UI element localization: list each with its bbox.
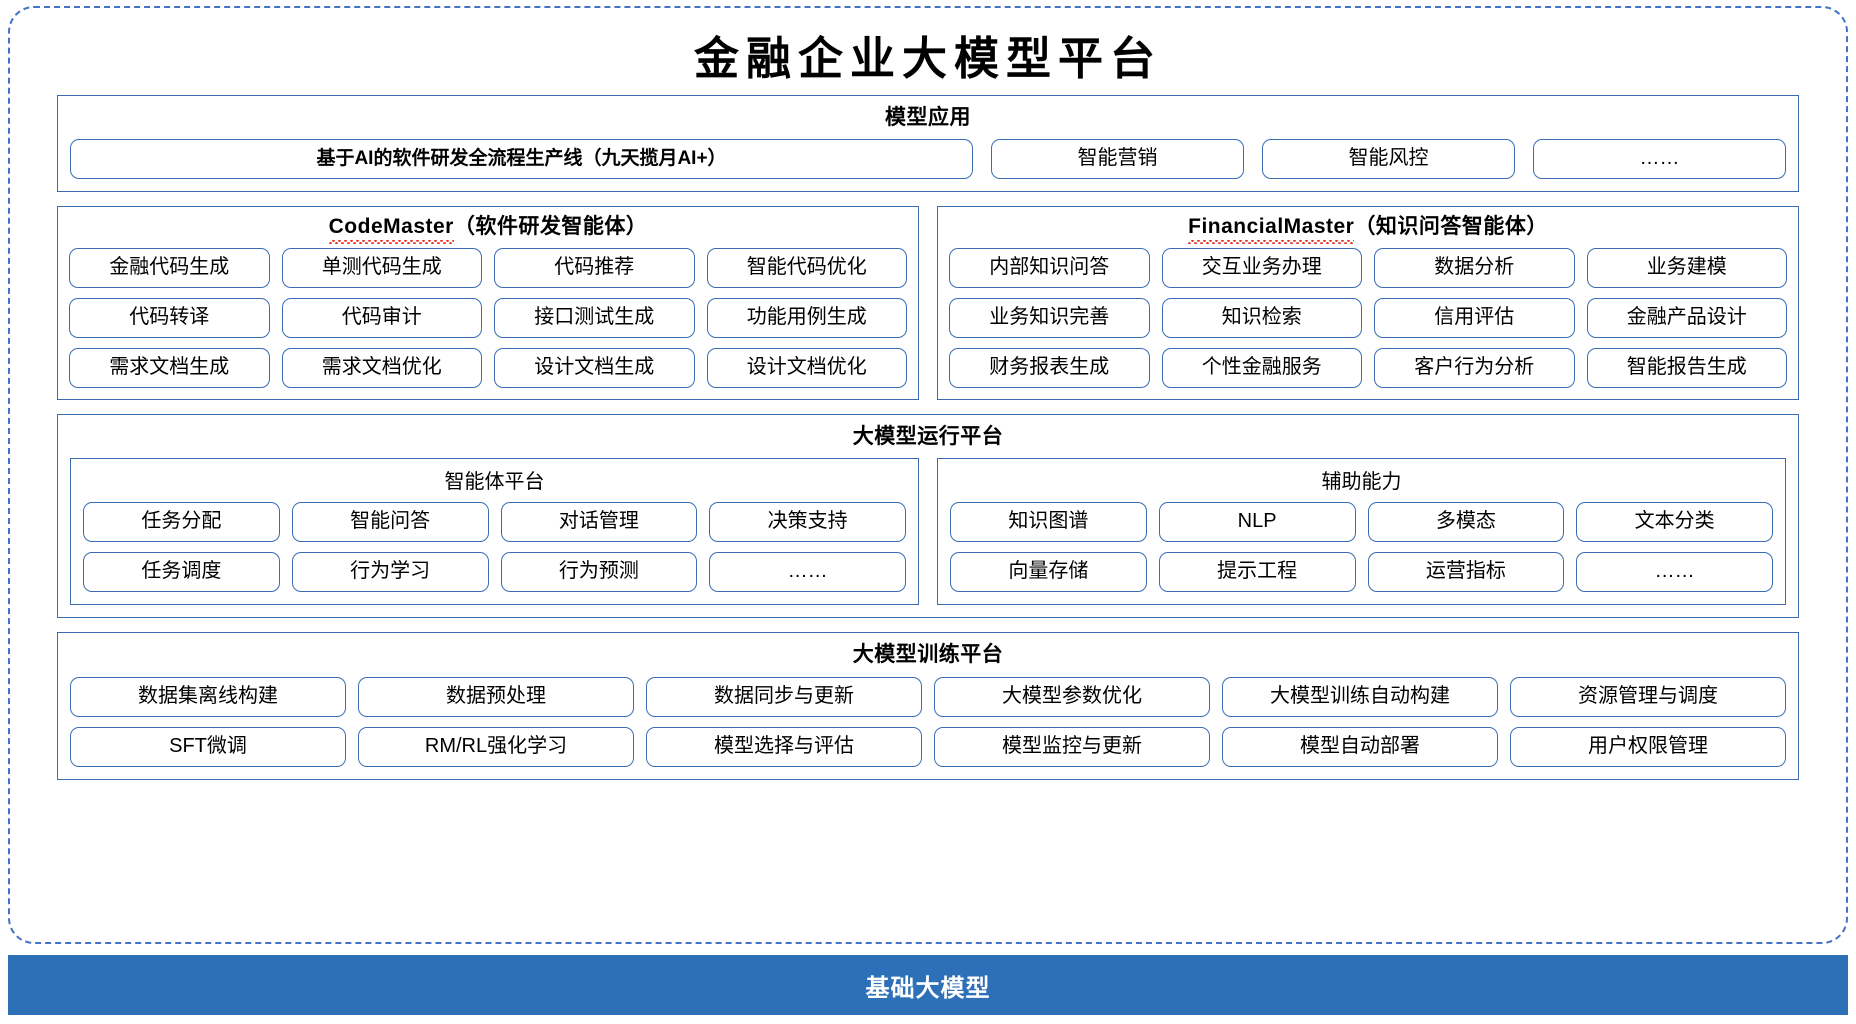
section-runtime-platform: 大模型运行平台 智能体平台 任务分配 智能问答 对话管理 决策支持 任务调度 行… bbox=[57, 414, 1799, 619]
chip-internal-knowledge-qa[interactable]: 内部知识问答 bbox=[949, 248, 1150, 288]
financialmaster-row-2: 业务知识完善 知识检索 信用评估 金融产品设计 bbox=[949, 298, 1787, 338]
chip-task-allocation[interactable]: 任务分配 bbox=[83, 502, 280, 543]
section-codemaster: CodeMaster（软件研发智能体） 金融代码生成 单测代码生成 代码推荐 智… bbox=[57, 205, 919, 400]
chip-data-preprocess[interactable]: 数据预处理 bbox=[358, 676, 634, 717]
chip-more-auxiliary[interactable]: …… bbox=[1576, 552, 1773, 593]
chip-code-translate[interactable]: 代码转译 bbox=[69, 298, 270, 338]
chip-user-permission-management[interactable]: 用户权限管理 bbox=[1510, 726, 1786, 767]
section-title-financialmaster: FinancialMaster（知识问答智能体） bbox=[949, 214, 1787, 245]
chip-feature-case-gen[interactable]: 功能用例生成 bbox=[706, 298, 907, 338]
chip-model-auto-deploy[interactable]: 模型自动部署 bbox=[1222, 726, 1498, 767]
section-title-training-platform: 大模型训练平台 bbox=[852, 643, 1004, 667]
financialmaster-row-1: 内部知识问答 交互业务办理 数据分析 业务建模 bbox=[949, 248, 1787, 288]
chip-behavior-learning[interactable]: 行为学习 bbox=[291, 552, 489, 593]
chip-resource-management[interactable]: 资源管理与调度 bbox=[1510, 676, 1786, 717]
financialmaster-row-3: 财务报表生成 个性金融服务 客户行为分析 智能报告生成 bbox=[949, 348, 1787, 388]
chip-api-test-gen[interactable]: 接口测试生成 bbox=[494, 298, 695, 338]
section-model-application: 模型应用 基于AI的软件研发全流程生产线（九天揽月AI+） 智能营销 智能风控 … bbox=[57, 94, 1799, 192]
chip-business-knowledge-improve[interactable]: 业务知识完善 bbox=[949, 298, 1150, 338]
chip-smart-qa[interactable]: 智能问答 bbox=[291, 502, 489, 543]
codemaster-row-1: 金融代码生成 单测代码生成 代码推荐 智能代码优化 bbox=[69, 248, 907, 288]
chip-unittest-code-gen[interactable]: 单测代码生成 bbox=[281, 248, 482, 288]
chip-model-select-eval[interactable]: 模型选择与评估 bbox=[646, 726, 922, 767]
base-model-label: 基础大模型 bbox=[865, 974, 991, 1002]
agents-row: CodeMaster（软件研发智能体） 金融代码生成 单测代码生成 代码推荐 智… bbox=[57, 205, 1799, 400]
agent-platform-row-1: 任务分配 智能问答 对话管理 决策支持 bbox=[83, 502, 906, 543]
chip-sft-finetune[interactable]: SFT微调 bbox=[70, 726, 346, 767]
chip-req-doc-optimize[interactable]: 需求文档优化 bbox=[281, 348, 482, 388]
chip-code-audit[interactable]: 代码审计 bbox=[281, 298, 482, 338]
chip-prompt-engineering[interactable]: 提示工程 bbox=[1158, 552, 1356, 593]
chip-rm-rl-learning[interactable]: RM/RL强化学习 bbox=[358, 726, 634, 767]
financialmaster-latin-name: FinancialMaster bbox=[1188, 214, 1355, 245]
section-title-runtime-platform: 大模型运行平台 bbox=[852, 425, 1004, 448]
chip-smart-risk-control[interactable]: 智能风控 bbox=[1262, 138, 1515, 179]
subsection-auxiliary-capability: 辅助能力 知识图谱 NLP 多模态 文本分类 向量存储 提示工程 运营指标 …… bbox=[937, 458, 1786, 606]
chip-multimodal[interactable]: 多模态 bbox=[1367, 502, 1565, 543]
codemaster-latin-name: CodeMaster bbox=[328, 214, 455, 245]
section-title-model-application: 模型应用 bbox=[885, 105, 971, 129]
chip-req-doc-gen[interactable]: 需求文档生成 bbox=[69, 348, 270, 388]
chip-dialog-management[interactable]: 对话管理 bbox=[500, 502, 698, 543]
outer-dashed-frame: 金融企业大模型平台 模型应用 基于AI的软件研发全流程生产线（九天揽月AI+） … bbox=[8, 6, 1848, 944]
chip-knowledge-retrieval[interactable]: 知识检索 bbox=[1161, 298, 1362, 338]
model-application-chip-row: 基于AI的软件研发全流程生产线（九天揽月AI+） 智能营销 智能风控 …… bbox=[70, 138, 1786, 179]
agent-platform-row-2: 任务调度 行为学习 行为预测 …… bbox=[83, 552, 906, 593]
chip-financial-product-design[interactable]: 金融产品设计 bbox=[1586, 298, 1787, 338]
chip-credit-assessment[interactable]: 信用评估 bbox=[1374, 298, 1575, 338]
chip-business-modeling[interactable]: 业务建模 bbox=[1586, 248, 1787, 288]
chip-model-monitor-update[interactable]: 模型监控与更新 bbox=[934, 726, 1210, 767]
chip-design-doc-gen[interactable]: 设计文档生成 bbox=[494, 348, 695, 388]
chip-customer-behavior-analysis[interactable]: 客户行为分析 bbox=[1374, 348, 1575, 388]
codemaster-row-3: 需求文档生成 需求文档优化 设计文档生成 设计文档优化 bbox=[69, 348, 907, 388]
page-title: 金融企业大模型平台 bbox=[693, 34, 1162, 84]
chip-vector-store[interactable]: 向量存储 bbox=[950, 552, 1147, 593]
chip-knowledge-graph[interactable]: 知识图谱 bbox=[950, 502, 1147, 543]
chip-decision-support[interactable]: 决策支持 bbox=[709, 502, 906, 543]
chip-nlp[interactable]: NLP bbox=[1158, 502, 1356, 543]
chip-ai-devops-line[interactable]: 基于AI的软件研发全流程生产线（九天揽月AI+） bbox=[70, 138, 973, 179]
chip-more-applications[interactable]: …… bbox=[1533, 138, 1786, 179]
chip-design-doc-optimize[interactable]: 设计文档优化 bbox=[706, 348, 907, 388]
codemaster-cn-name: （软件研发智能体） bbox=[453, 214, 648, 238]
auxiliary-row-2: 向量存储 提示工程 运营指标 …… bbox=[950, 552, 1773, 593]
chip-smart-marketing[interactable]: 智能营销 bbox=[991, 138, 1244, 179]
chip-financial-report-gen[interactable]: 财务报表生成 bbox=[949, 348, 1150, 388]
training-row-2: SFT微调 RM/RL强化学习 模型选择与评估 模型监控与更新 模型自动部署 用… bbox=[70, 726, 1786, 767]
section-financialmaster: FinancialMaster（知识问答智能体） 内部知识问答 交互业务办理 数… bbox=[937, 205, 1799, 400]
section-title-codemaster: CodeMaster（软件研发智能体） bbox=[69, 214, 907, 245]
chip-more-agent-platform[interactable]: …… bbox=[709, 552, 906, 593]
auxiliary-row-1: 知识图谱 NLP 多模态 文本分类 bbox=[950, 502, 1773, 543]
chip-behavior-prediction[interactable]: 行为预测 bbox=[500, 552, 698, 593]
chip-finance-code-gen[interactable]: 金融代码生成 bbox=[69, 248, 270, 288]
chip-dataset-offline-build[interactable]: 数据集离线构建 bbox=[70, 676, 346, 717]
chip-code-recommend[interactable]: 代码推荐 bbox=[494, 248, 695, 288]
base-model-bar: 基础大模型 bbox=[8, 955, 1848, 1015]
chip-text-classification[interactable]: 文本分类 bbox=[1576, 502, 1773, 543]
chip-data-sync-update[interactable]: 数据同步与更新 bbox=[646, 676, 922, 717]
subsection-agent-platform: 智能体平台 任务分配 智能问答 对话管理 决策支持 任务调度 行为学习 行为预测… bbox=[70, 458, 919, 606]
chip-personalized-finance-service[interactable]: 个性金融服务 bbox=[1161, 348, 1362, 388]
chip-interactive-business[interactable]: 交互业务办理 bbox=[1161, 248, 1362, 288]
chip-smart-report-gen[interactable]: 智能报告生成 bbox=[1586, 348, 1787, 388]
runtime-subpanels-row: 智能体平台 任务分配 智能问答 对话管理 决策支持 任务调度 行为学习 行为预测… bbox=[70, 458, 1786, 606]
chip-smart-code-optimize[interactable]: 智能代码优化 bbox=[706, 248, 907, 288]
chip-llm-param-optimize[interactable]: 大模型参数优化 bbox=[934, 676, 1210, 717]
financialmaster-cn-name: （知识问答智能体） bbox=[1354, 214, 1548, 238]
section-training-platform: 大模型训练平台 数据集离线构建 数据预处理 数据同步与更新 大模型参数优化 大模… bbox=[57, 632, 1799, 780]
training-row-1: 数据集离线构建 数据预处理 数据同步与更新 大模型参数优化 大模型训练自动构建 … bbox=[70, 676, 1786, 717]
chip-operation-metrics[interactable]: 运营指标 bbox=[1367, 552, 1565, 593]
subsection-title-agent-platform: 智能体平台 bbox=[444, 471, 545, 494]
codemaster-row-2: 代码转译 代码审计 接口测试生成 功能用例生成 bbox=[69, 298, 907, 338]
chip-data-analysis[interactable]: 数据分析 bbox=[1374, 248, 1575, 288]
chip-llm-training-auto-build[interactable]: 大模型训练自动构建 bbox=[1222, 676, 1498, 717]
chip-task-scheduling[interactable]: 任务调度 bbox=[83, 552, 280, 593]
subsection-title-auxiliary-capability: 辅助能力 bbox=[1321, 471, 1402, 494]
